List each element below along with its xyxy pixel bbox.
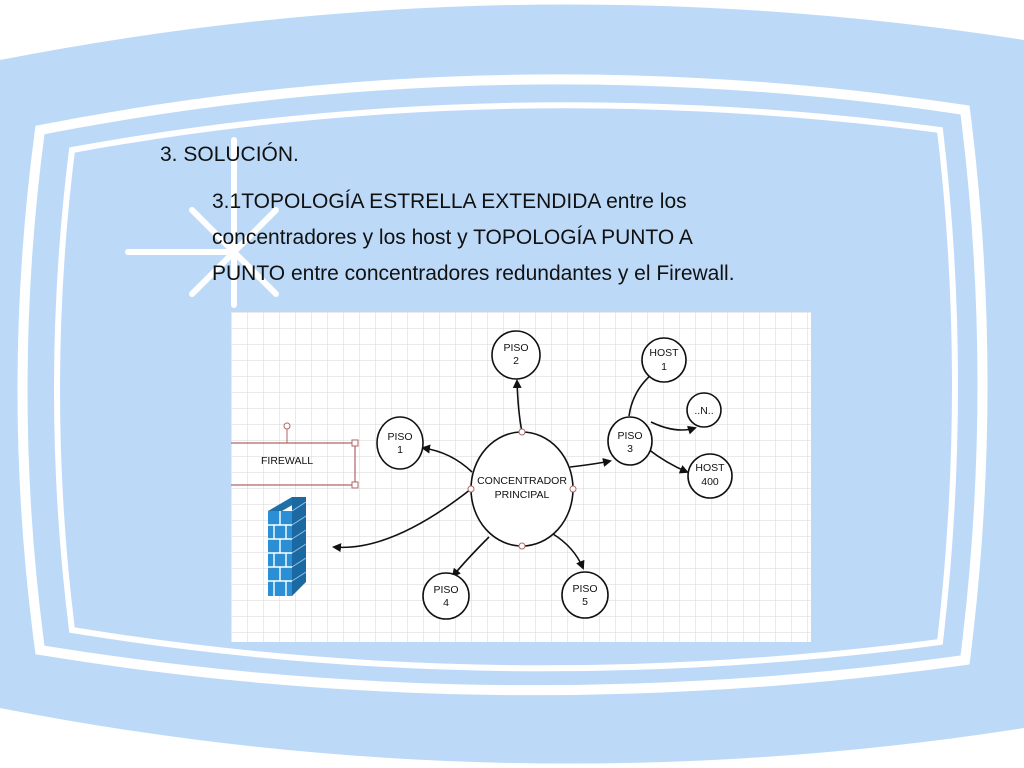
- piso-1-node[interactable]: PISO 1: [376, 416, 424, 470]
- node-label: PISO: [503, 342, 528, 354]
- slide-heading: 3. SOLUCIÓN.: [160, 143, 299, 166]
- node-label: 1: [661, 361, 667, 373]
- top-white-band: [0, 0, 1024, 60]
- link-to-host400: [647, 448, 689, 474]
- host-1-node[interactable]: HOST 1: [641, 337, 687, 383]
- node-label: ..N..: [694, 405, 713, 417]
- link-to-piso3: [569, 458, 612, 468]
- node-label: PRINCIPAL: [495, 489, 550, 501]
- slide-subheading: 3.1TOPOLOGÍA ESTRELLA EXTENDIDA entre lo…: [212, 184, 872, 292]
- firewall-label: FIREWALL: [261, 455, 313, 467]
- node-label: PISO: [433, 584, 458, 596]
- link-to-piso5: [552, 533, 585, 570]
- piso-3-node[interactable]: PISO 3: [607, 416, 653, 466]
- node-label: CONCENTRADOR: [477, 475, 567, 487]
- topology-diagram: FIREWALL: [231, 312, 811, 642]
- link-to-host-n: [650, 421, 697, 435]
- node-label: 3: [627, 443, 633, 455]
- bottom-white-band: [0, 708, 1024, 768]
- node-label: 1: [397, 444, 403, 456]
- node-label: PISO: [572, 583, 597, 595]
- link-to-piso2: [512, 379, 523, 433]
- subheading-line: 3.1TOPOLOGÍA ESTRELLA EXTENDIDA entre lo…: [212, 190, 687, 213]
- link-to-piso4: [451, 536, 490, 578]
- link-to-piso1: [421, 444, 473, 473]
- firewall-icon: [268, 497, 307, 596]
- node-label: HOST: [649, 347, 679, 359]
- node-label: 2: [513, 355, 519, 367]
- piso-5-node[interactable]: PISO 5: [561, 571, 609, 619]
- piso-2-node[interactable]: PISO 2: [491, 330, 541, 380]
- sparkle-icon: [125, 137, 279, 308]
- piso-4-node[interactable]: PISO 4: [422, 572, 470, 620]
- subheading-line: PUNTO entre concentradores redundantes y…: [212, 262, 735, 285]
- concentrador-principal-node[interactable]: CONCENTRADOR PRINCIPAL: [467, 428, 577, 550]
- host-n-node[interactable]: ..N..: [686, 392, 722, 428]
- node-label: 5: [582, 596, 588, 608]
- node-label: 4: [443, 597, 449, 609]
- node-label: PISO: [387, 431, 412, 443]
- outer-frame: [17, 74, 988, 696]
- subheading-line: concentradores y los host y TOPOLOGÍA PU…: [212, 226, 693, 249]
- node-label: HOST: [695, 462, 725, 474]
- node-label: 400: [701, 476, 719, 488]
- link-to-firewall: [332, 488, 472, 553]
- host-400-node[interactable]: HOST 400: [687, 453, 733, 499]
- firewall-label-box[interactable]: FIREWALL: [231, 422, 359, 489]
- inner-frame: [54, 102, 958, 672]
- node-label: PISO: [617, 430, 642, 442]
